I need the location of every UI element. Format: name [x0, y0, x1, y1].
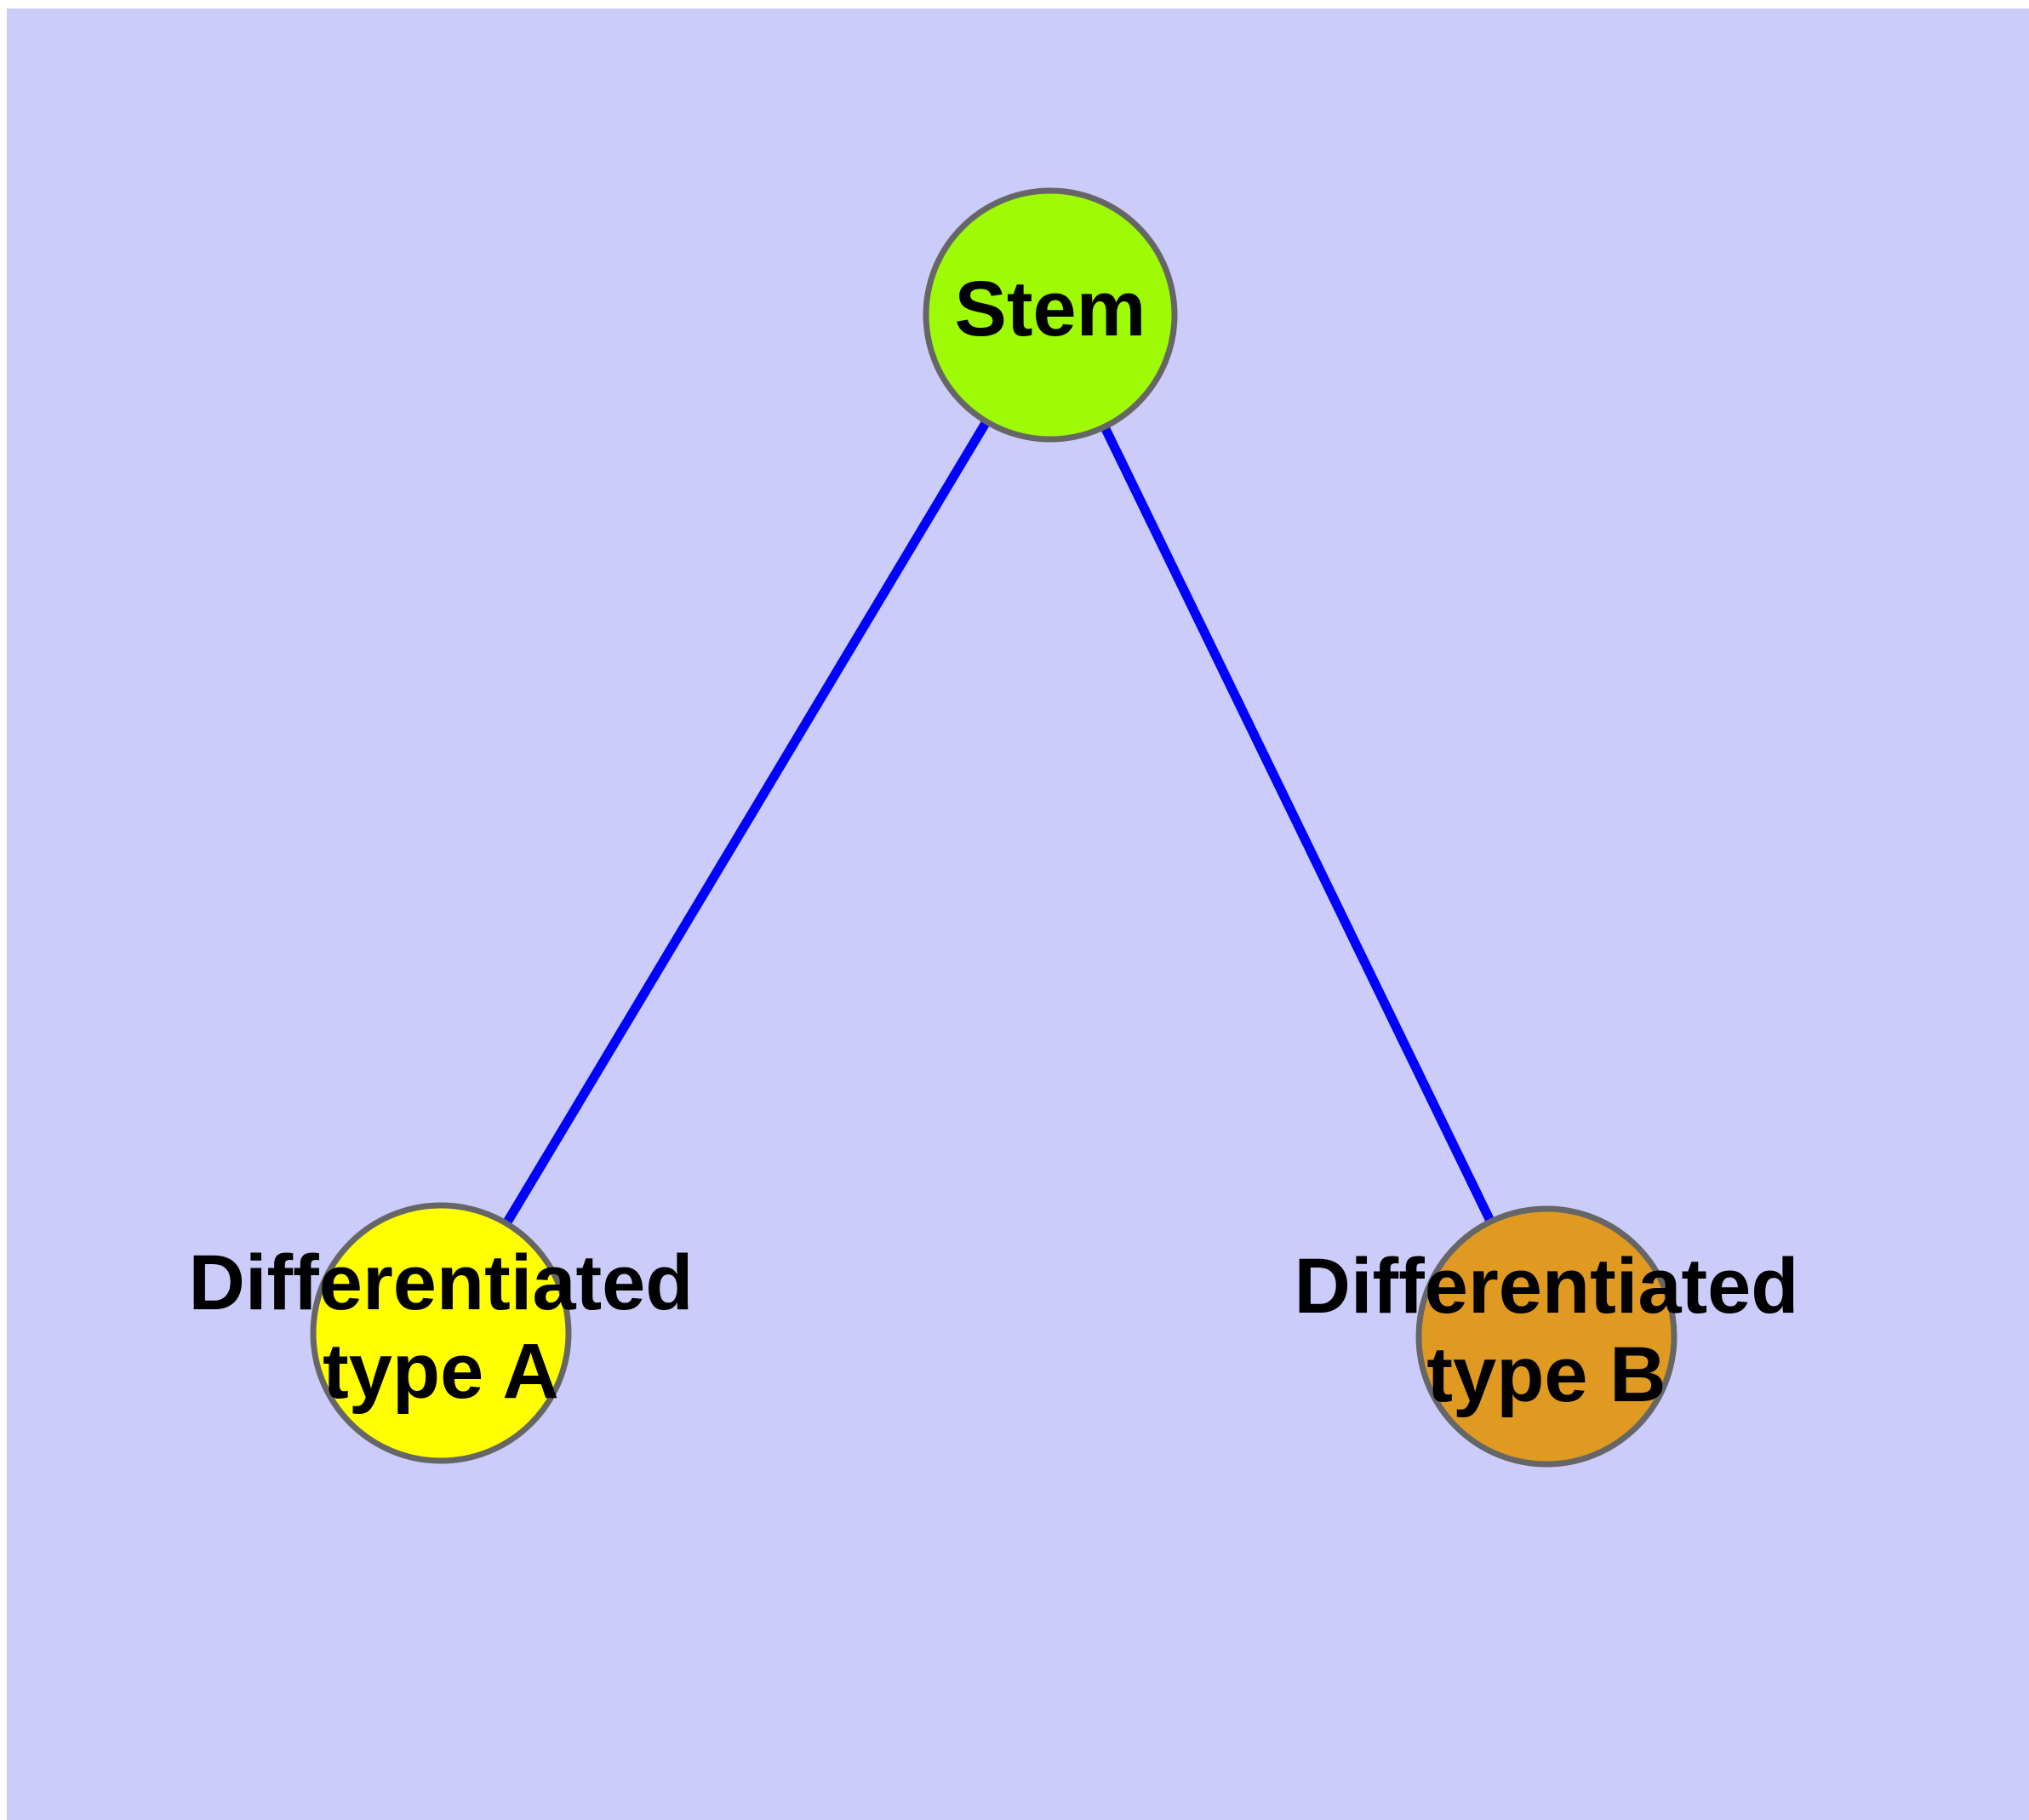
- nodes-layer: [310, 187, 1677, 1468]
- graph-node-label-stem: Stem: [955, 266, 1146, 352]
- graph-node-stem[interactable]: [923, 187, 1178, 443]
- graph-node-label-line: type A: [323, 1328, 559, 1415]
- graph-edge-stem-diff_b[interactable]: [1101, 426, 1495, 1222]
- graph-node-label-line: Differentiated: [1295, 1243, 1799, 1330]
- graph-node-diff_a[interactable]: [310, 1202, 572, 1464]
- graph-node-label-line: Differentiated: [189, 1239, 694, 1326]
- graph-node-label-line: type B: [1426, 1331, 1666, 1418]
- graph-node-diff_b[interactable]: [1415, 1205, 1677, 1468]
- edges-layer: [503, 421, 1495, 1224]
- graph-node-label-line: Stem: [955, 266, 1146, 352]
- graph-edge-stem-diff_a[interactable]: [503, 421, 990, 1224]
